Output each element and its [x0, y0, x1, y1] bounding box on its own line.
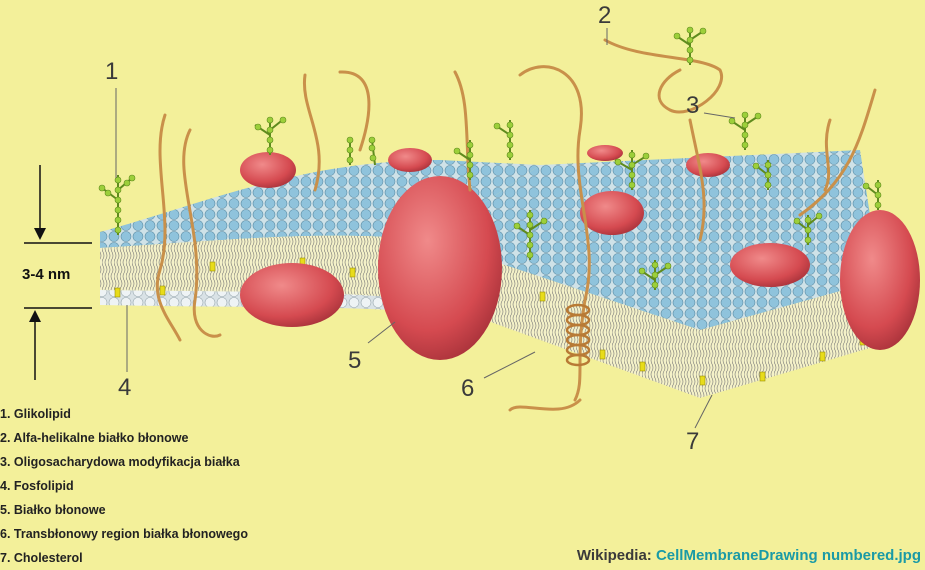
protein-large	[378, 176, 502, 360]
credit-prefix: Wikipedia:	[577, 547, 656, 564]
protein-plate-4	[730, 243, 810, 287]
legend-item-phospholipid: 4. Fosfolipid	[0, 474, 248, 498]
protein-plate-3	[686, 153, 730, 177]
legend-item-membrane-protein: 5. Białko błonowe	[0, 498, 248, 522]
scale-label: 3-4 nm	[22, 266, 70, 283]
callout-4: 4	[118, 374, 131, 402]
legend-item-glycolipid: 1. Glikolipid	[0, 402, 248, 426]
callout-3: 3	[686, 92, 699, 120]
callout-6: 6	[461, 375, 474, 403]
legend-item-transmembrane-region: 6. Transbłonowy region białka błonowego	[0, 522, 248, 546]
callout-2: 2	[598, 2, 611, 30]
legend: 1. Glikolipid 2. Alfa-helikalne białko b…	[0, 402, 248, 570]
legend-item-alpha-helix-protein: 2. Alfa-helikalne białko błonowe	[0, 426, 248, 450]
legend-item-cholesterol: 7. Cholesterol	[0, 546, 248, 570]
protein-lower-left	[240, 263, 344, 327]
image-credit: Wikipedia: CellMembraneDrawing numbered.…	[577, 547, 921, 564]
callout-1: 1	[105, 58, 118, 86]
protein-plate-2	[587, 145, 623, 161]
protein-plate-1	[580, 191, 644, 235]
callout-5: 5	[348, 347, 361, 375]
callout-7: 7	[686, 428, 699, 456]
protein-top-2	[388, 148, 432, 172]
protein-right-edge	[840, 210, 920, 350]
credit-link[interactable]: CellMembraneDrawing numbered.jpg	[656, 547, 921, 564]
legend-item-oligosaccharide: 3. Oligosacharydowa modyfikacja białka	[0, 450, 248, 474]
protein-top-1	[240, 152, 296, 188]
